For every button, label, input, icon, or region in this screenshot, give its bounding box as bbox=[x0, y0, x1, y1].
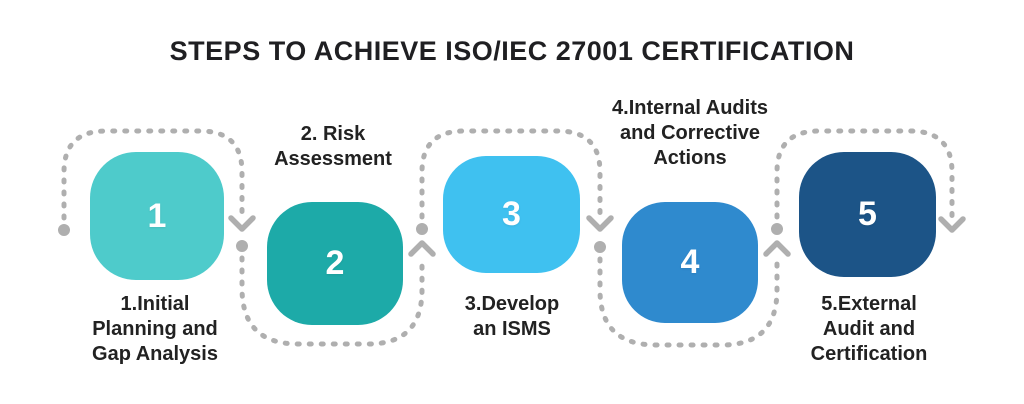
step-box-2: 2 bbox=[267, 202, 403, 325]
step-box-5: 5 bbox=[799, 152, 936, 277]
page-title: STEPS TO ACHIEVE ISO/IEC 27001 CERTIFICA… bbox=[169, 36, 855, 66]
arrow-up-icon-1 bbox=[408, 240, 436, 257]
path-start-dot bbox=[58, 224, 70, 236]
path-node-dot-1 bbox=[236, 240, 248, 252]
step-label-4: 4.Internal Audits and Corrective Actions bbox=[612, 97, 768, 169]
arrow-up-icon-2 bbox=[763, 240, 791, 257]
arrow-down-icon-2 bbox=[586, 215, 614, 232]
step-label-2: 2. Risk Assessment bbox=[274, 123, 392, 170]
step-number-4: 4 bbox=[680, 243, 700, 281]
step-box-4: 4 bbox=[622, 202, 758, 323]
dotted-serpentine-path bbox=[58, 128, 966, 348]
path-over-step1 bbox=[61, 128, 245, 221]
arrow-down-icon-1 bbox=[228, 215, 256, 232]
path-over-step5 bbox=[774, 128, 955, 220]
step-number-2: 2 bbox=[325, 244, 345, 282]
arrow-down-icon-3 bbox=[938, 216, 966, 233]
step-number-3: 3 bbox=[502, 195, 521, 233]
step-box-1: 1 bbox=[90, 152, 224, 280]
step-label-5: 5.External Audit and Certification bbox=[810, 293, 928, 365]
step-number-5: 5 bbox=[858, 195, 877, 233]
step-number-1: 1 bbox=[147, 196, 167, 235]
step-box-3: 3 bbox=[443, 156, 580, 273]
step-label-1: 1.Initial Planning and Gap Analysis bbox=[92, 293, 218, 365]
path-under-step2 bbox=[239, 255, 425, 347]
path-node-dot-2 bbox=[416, 223, 428, 235]
step-label-3: 3.Develop an ISMS bbox=[464, 293, 560, 340]
path-under-step4 bbox=[597, 256, 780, 348]
path-over-step3 bbox=[419, 128, 603, 220]
path-node-dot-3 bbox=[594, 241, 606, 253]
path-node-dot-4 bbox=[771, 223, 783, 235]
